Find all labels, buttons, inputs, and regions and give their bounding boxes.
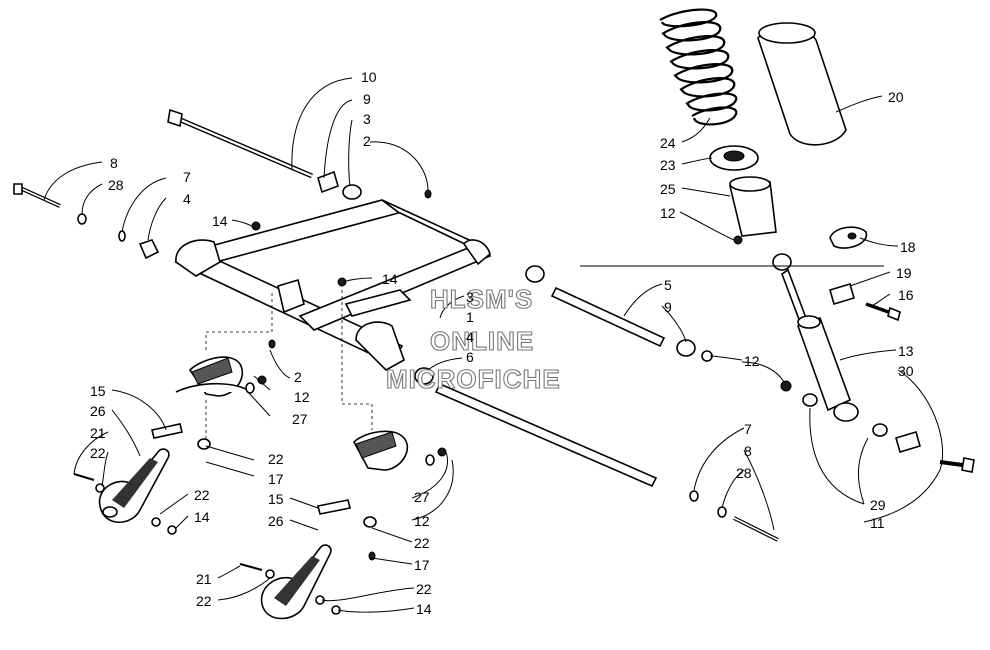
callout-label: 25 xyxy=(660,181,676,197)
callout-label: 7 xyxy=(183,169,191,185)
callout-label: 12 xyxy=(294,389,310,405)
callout-label: 22 xyxy=(268,451,284,467)
callout-label: 14 xyxy=(382,271,398,287)
callout-labels: 10 9 3 2 8 28 7 4 14 14 3 1 4 6 2 12 27 … xyxy=(90,69,916,617)
callout-label: 5 xyxy=(664,277,672,293)
callout-label: 22 xyxy=(416,581,432,597)
callout-label: 28 xyxy=(736,465,752,481)
callout-label: 2 xyxy=(294,369,302,385)
callout-label: 12 xyxy=(660,205,676,221)
callout-label: 8 xyxy=(110,155,118,171)
callout-label: 2 xyxy=(363,133,371,149)
callout-label: 26 xyxy=(90,403,106,419)
callout-label: 13 xyxy=(898,343,914,359)
watermark-line-1: HLSM'S xyxy=(430,284,533,314)
callout-label: 6 xyxy=(466,349,474,365)
callout-label: 4 xyxy=(466,329,474,345)
shock-bushing-part xyxy=(829,226,868,249)
callout-label: 3 xyxy=(363,111,371,127)
callout-label: 12 xyxy=(744,353,760,369)
callout-label: 22 xyxy=(414,535,430,551)
callout-label: 8 xyxy=(744,443,752,459)
callout-label: 20 xyxy=(888,89,904,105)
left-bolt-part xyxy=(13,183,160,260)
upper-bolt-part xyxy=(167,108,313,179)
callout-label: 30 xyxy=(898,363,914,379)
leader-lines xyxy=(43,77,944,613)
spring-seat-part xyxy=(709,145,759,171)
callout-label: 26 xyxy=(268,513,284,529)
rear-shaft-part xyxy=(525,265,713,362)
right-footrest-part xyxy=(239,430,447,620)
callout-label: 14 xyxy=(416,601,432,617)
callout-label: 17 xyxy=(414,557,430,573)
callout-label: 15 xyxy=(268,491,284,507)
watermark: HLSM'S ONLINE MICROFICHE xyxy=(385,283,561,394)
callout-label: 21 xyxy=(196,571,212,587)
callout-label: 19 xyxy=(896,265,912,281)
lower-shock-hardware-part xyxy=(872,423,975,473)
callout-label: 27 xyxy=(292,411,308,427)
callout-label: 10 xyxy=(361,69,377,85)
callout-label: 21 xyxy=(90,425,106,441)
callout-label: 22 xyxy=(90,445,106,461)
callout-label: 28 xyxy=(108,177,124,193)
callout-label: 27 xyxy=(414,489,430,505)
callout-label: 4 xyxy=(183,191,191,207)
callout-label: 12 xyxy=(414,513,430,529)
callout-label: 9 xyxy=(363,91,371,107)
callout-label: 14 xyxy=(194,509,210,525)
shock-spring-part xyxy=(659,8,738,126)
watermark-line-3: MICROFICHE xyxy=(386,364,561,394)
callout-label: 14 xyxy=(212,213,228,229)
callout-label: 3 xyxy=(466,289,474,305)
callout-label: 1 xyxy=(466,309,474,325)
shock-boot-part xyxy=(757,22,847,146)
callout-label: 9 xyxy=(664,299,672,315)
left-footrest-part xyxy=(73,356,267,535)
shock-absorber-part xyxy=(772,253,859,422)
callout-label: 24 xyxy=(660,135,676,151)
callout-label: 11 xyxy=(870,515,885,531)
callout-label: 22 xyxy=(196,593,212,609)
front-shaft-part xyxy=(414,367,779,542)
swing-arm-frame-part xyxy=(174,199,492,371)
callout-label: 29 xyxy=(870,497,886,513)
callout-label: 17 xyxy=(268,471,284,487)
bump-stop-part xyxy=(729,176,777,245)
watermark-line-2: ONLINE xyxy=(430,326,534,356)
upper-bushings-part xyxy=(317,170,432,200)
callout-label: 22 xyxy=(194,487,210,503)
callout-label: 18 xyxy=(900,239,916,255)
callout-label: 15 xyxy=(90,383,106,399)
callout-label: 7 xyxy=(744,421,752,437)
shock-spacer-part xyxy=(829,283,901,322)
callout-label: 16 xyxy=(898,287,914,303)
callout-label: 23 xyxy=(660,157,676,173)
